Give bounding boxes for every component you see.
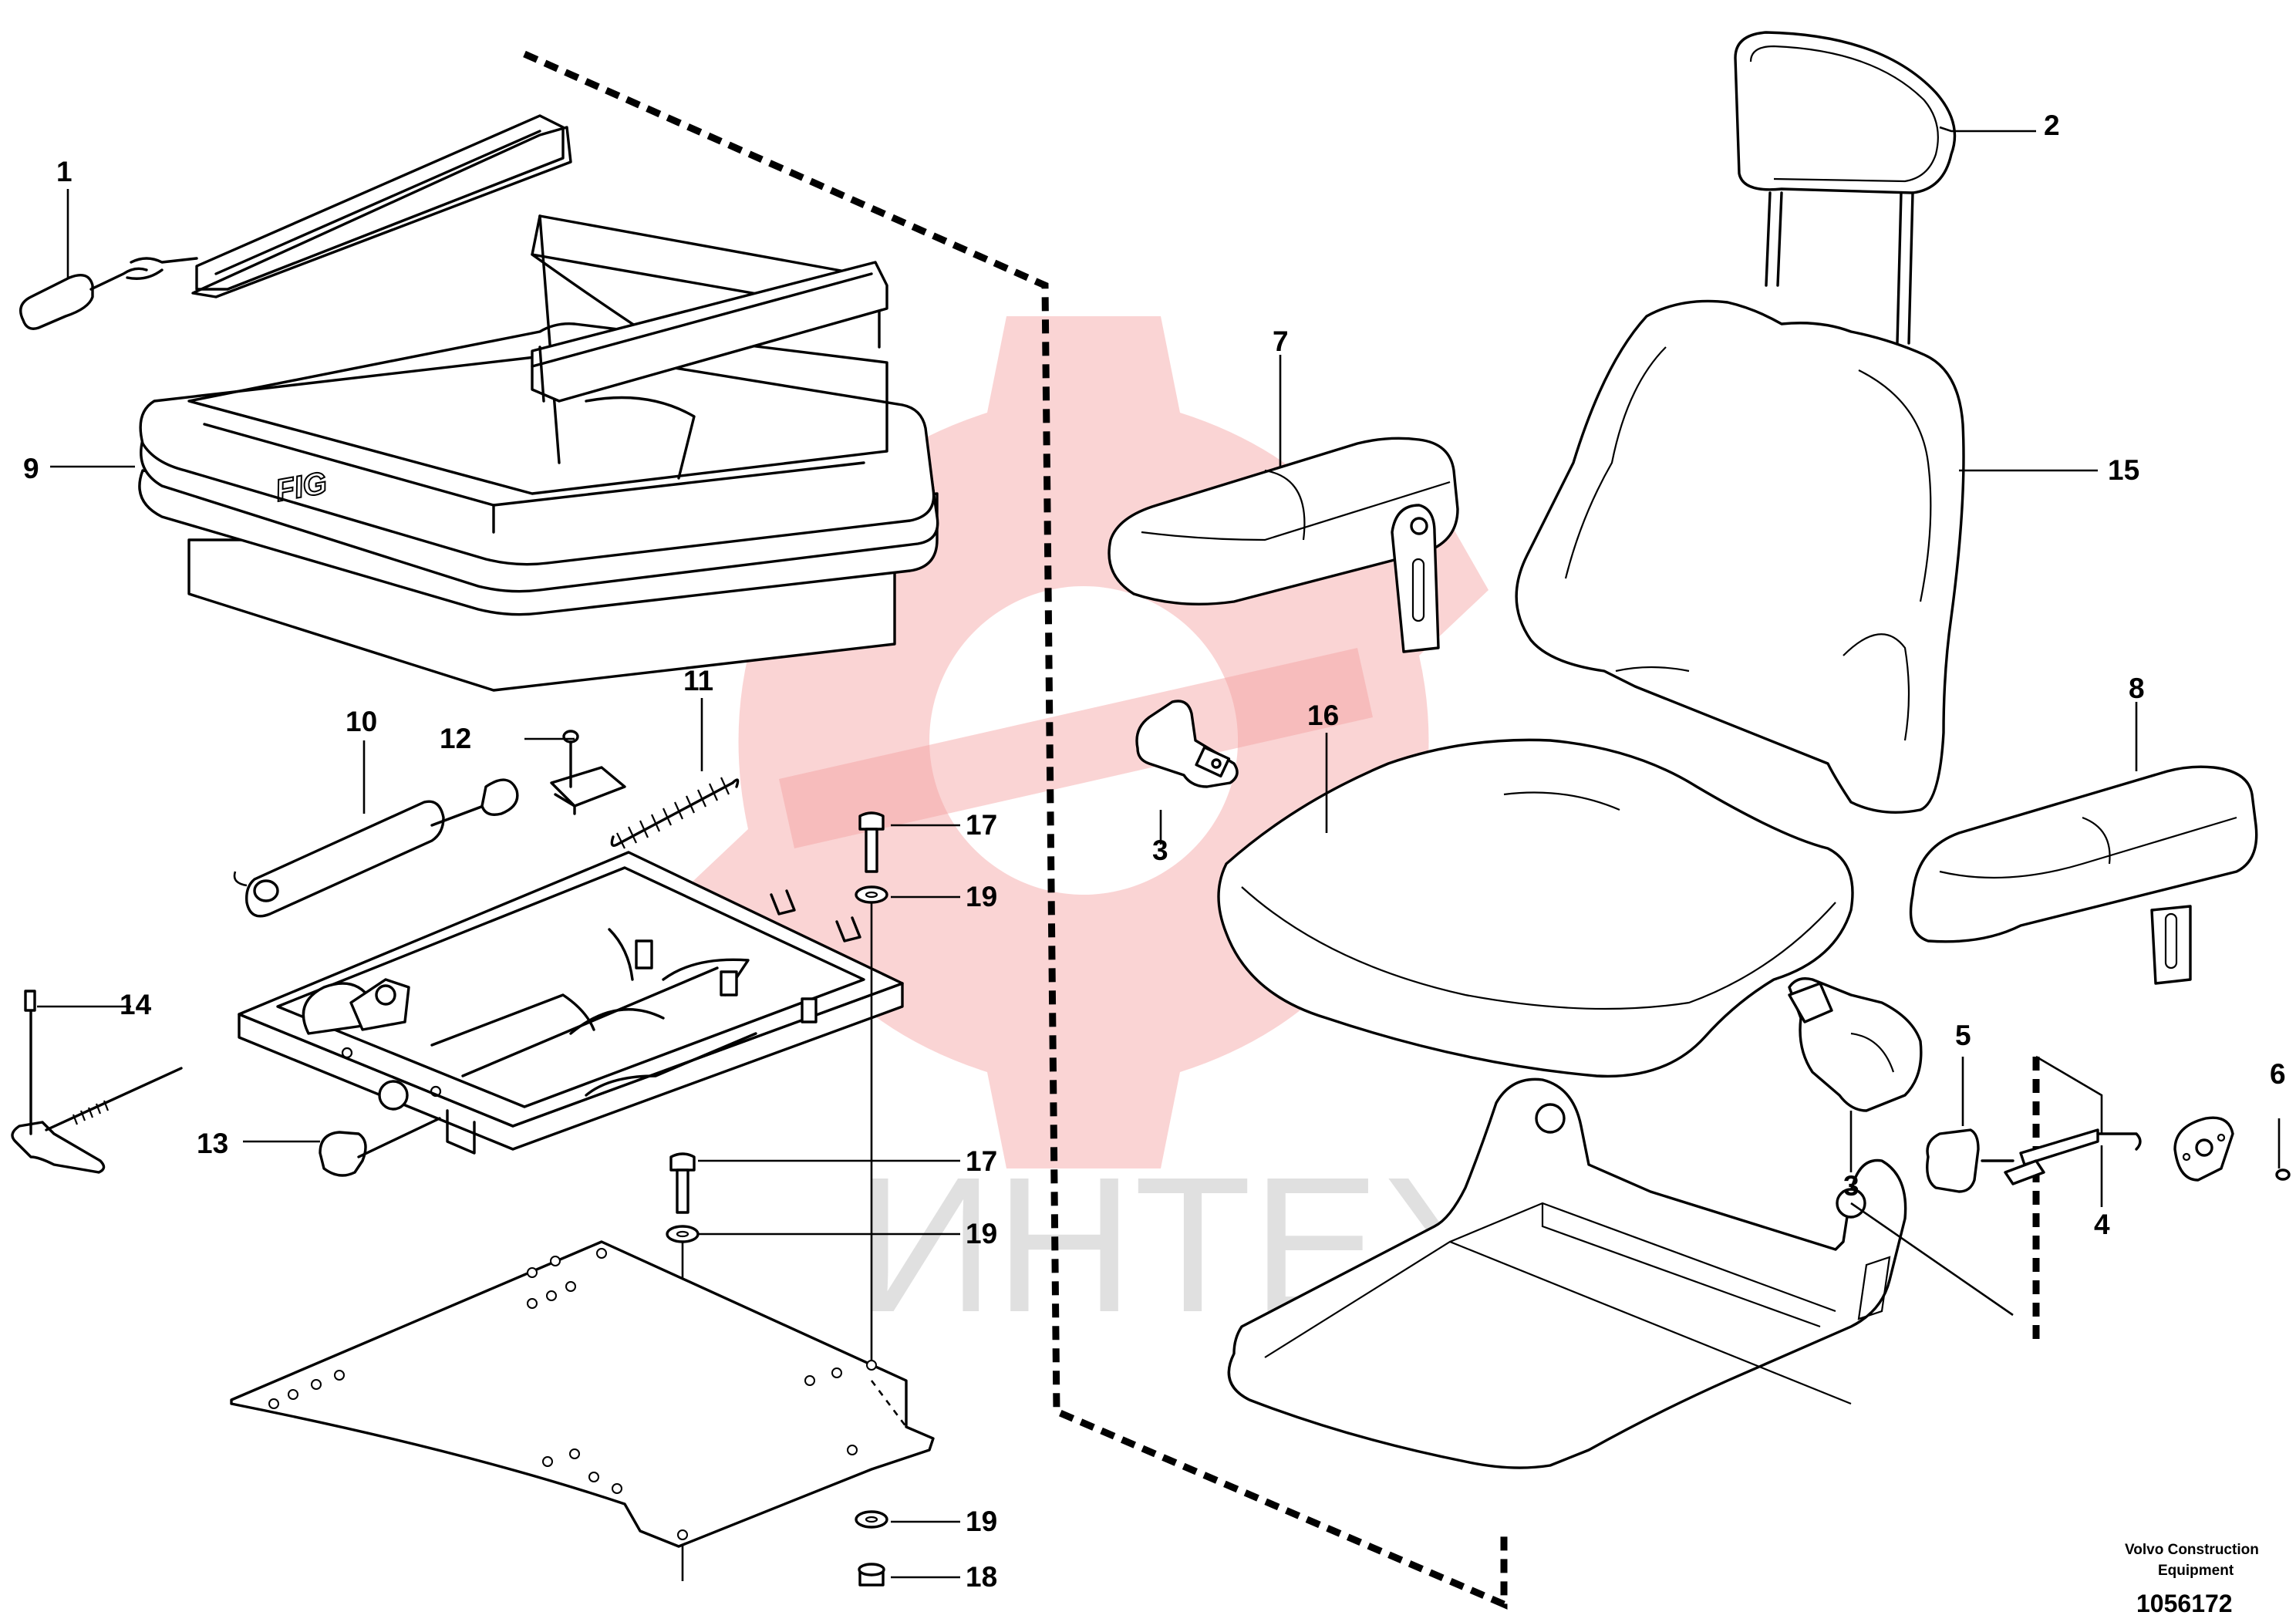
part-bracket-clip (550, 730, 626, 815)
part-release-handle (19, 257, 198, 330)
part-seatbelt-buckle-right (1788, 977, 1923, 1112)
part-slide-rail-right (531, 261, 888, 403)
part-tension-spring (610, 777, 740, 849)
callout-19b: 19 (966, 1218, 997, 1249)
part-slide-rail-left (191, 114, 572, 298)
callout-17b: 17 (966, 1145, 997, 1177)
callout-18: 18 (966, 1561, 997, 1593)
part-bracket-plate (2173, 1116, 2291, 1182)
part-cable-clip (319, 1117, 441, 1177)
footer: Volvo Construction Equipment 1056172 (2125, 1542, 2259, 1617)
part-armrest-left (1108, 437, 1459, 653)
part-screw-upper (855, 811, 888, 1373)
callout-4: 4 (2094, 1209, 2110, 1240)
part-adjust-lever (11, 990, 183, 1174)
callout-7: 7 (1273, 325, 1289, 357)
part-armrest-right (1909, 765, 2258, 985)
footer-drawing-number: 1056172 (2136, 1590, 2233, 1617)
callout-12: 12 (440, 723, 471, 754)
part-knob (1926, 1128, 1980, 1193)
callout-14: 14 (120, 989, 152, 1020)
callout-5: 5 (1955, 1020, 1971, 1051)
callout-9: 9 (23, 453, 39, 484)
callout-17a: 17 (966, 809, 997, 841)
callout-19a: 19 (966, 881, 997, 912)
part-seat-cushion (1217, 738, 1854, 1078)
callout-16: 16 (1307, 700, 1339, 731)
part-washer-nut-bottom (855, 1510, 888, 1587)
callout-8: 8 (2129, 673, 2145, 704)
callout-11: 11 (683, 665, 713, 696)
callout-15: 15 (2108, 454, 2139, 486)
callout-19c: 19 (966, 1506, 997, 1537)
callout-13: 13 (197, 1128, 228, 1159)
callout-10: 10 (346, 706, 377, 737)
callout-1: 1 (56, 156, 72, 187)
part-lever (1981, 1128, 2142, 1185)
footer-company-line1: Volvo Construction (2125, 1542, 2259, 1558)
leader-lines (37, 126, 2281, 1579)
part-headrest (1734, 31, 1957, 345)
callout-3a: 3 (1152, 835, 1168, 866)
part-backrest (1515, 299, 1965, 814)
part-seatbelt-buckle-left (1135, 700, 1239, 788)
callout-6: 6 (2270, 1058, 2286, 1090)
part-suspension-cushion: FIG (138, 214, 939, 692)
callout-2: 2 (2044, 110, 2060, 141)
part-base-plate (230, 1240, 935, 1548)
callout-numbers: 1 2 3 3 4 5 6 7 8 9 10 11 12 13 14 15 16… (23, 110, 2286, 1593)
part-slide-frame (238, 851, 904, 1155)
part-gas-spring (233, 778, 519, 918)
watermark-bar (779, 648, 1373, 848)
callout-3b: 3 (1843, 1170, 1859, 1202)
footer-company-line2: Equipment (2158, 1563, 2234, 1579)
part-seat-frame (1227, 1077, 1907, 1469)
